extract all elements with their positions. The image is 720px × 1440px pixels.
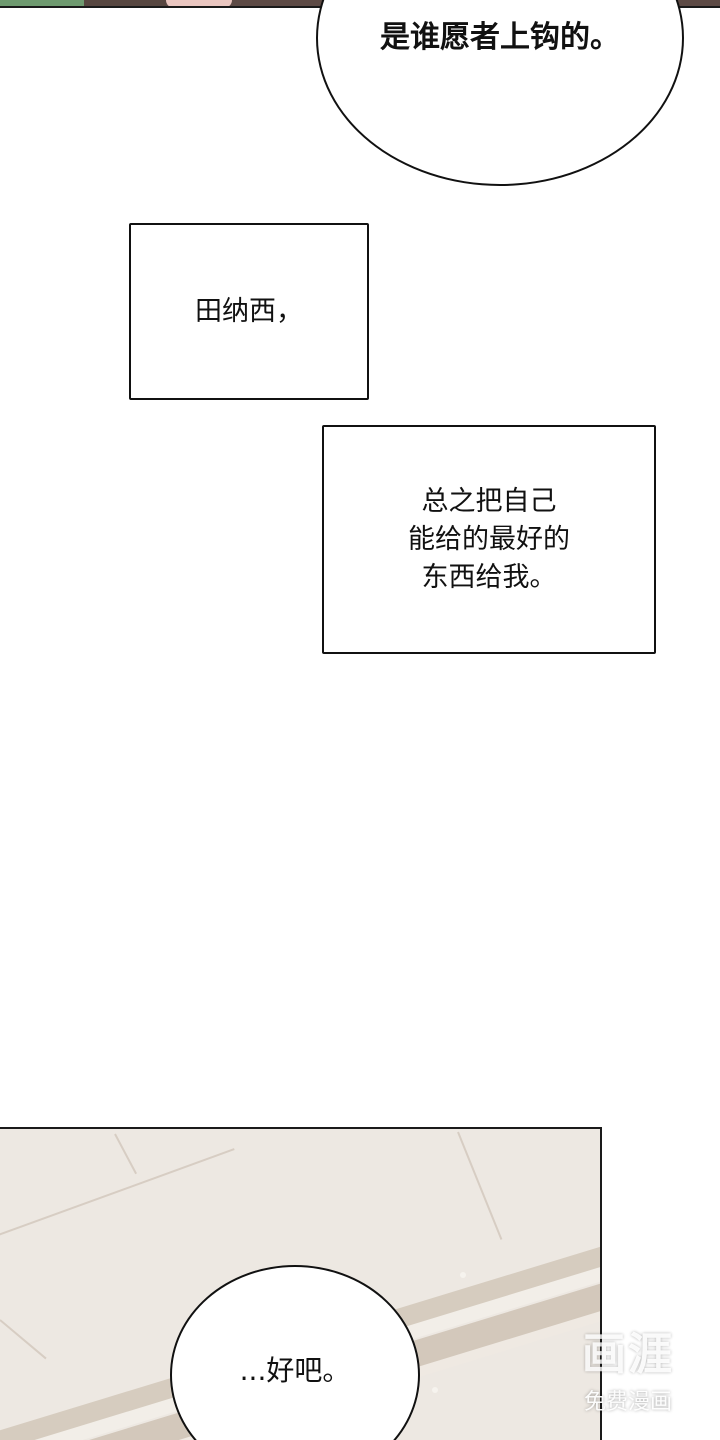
speech-bubble-bottom: ...好吧。 xyxy=(170,1265,420,1440)
watermark-logo: 画涯 xyxy=(582,1329,674,1380)
tile-seam xyxy=(457,1131,503,1240)
character-hair xyxy=(0,0,84,6)
speech-bubble-top: 是谁愿者上钩的。 xyxy=(316,0,684,186)
caption-text-2: 总之把自己 能给的最好的 东西给我。 xyxy=(408,485,570,593)
watermark: 画涯 免费漫画 xyxy=(566,1318,690,1418)
tile-seam xyxy=(0,1148,235,1239)
tile-seam xyxy=(114,1133,138,1175)
caption-box-1: 田纳西， xyxy=(129,223,369,400)
speech-text-bottom: ...好吧。 xyxy=(239,1354,351,1387)
caption-text-1: 田纳西， xyxy=(195,295,303,327)
tile-seam xyxy=(0,1319,47,1360)
character-skin xyxy=(166,0,232,6)
rail-screw xyxy=(432,1387,438,1393)
rail-screw xyxy=(460,1272,466,1278)
caption-box-2: 总之把自己 能给的最好的 东西给我。 xyxy=(322,425,656,654)
speech-text-top: 是谁愿者上钩的。 xyxy=(380,20,620,55)
character-coat xyxy=(84,0,166,6)
watermark-subtitle: 免费漫画 xyxy=(583,1390,672,1415)
